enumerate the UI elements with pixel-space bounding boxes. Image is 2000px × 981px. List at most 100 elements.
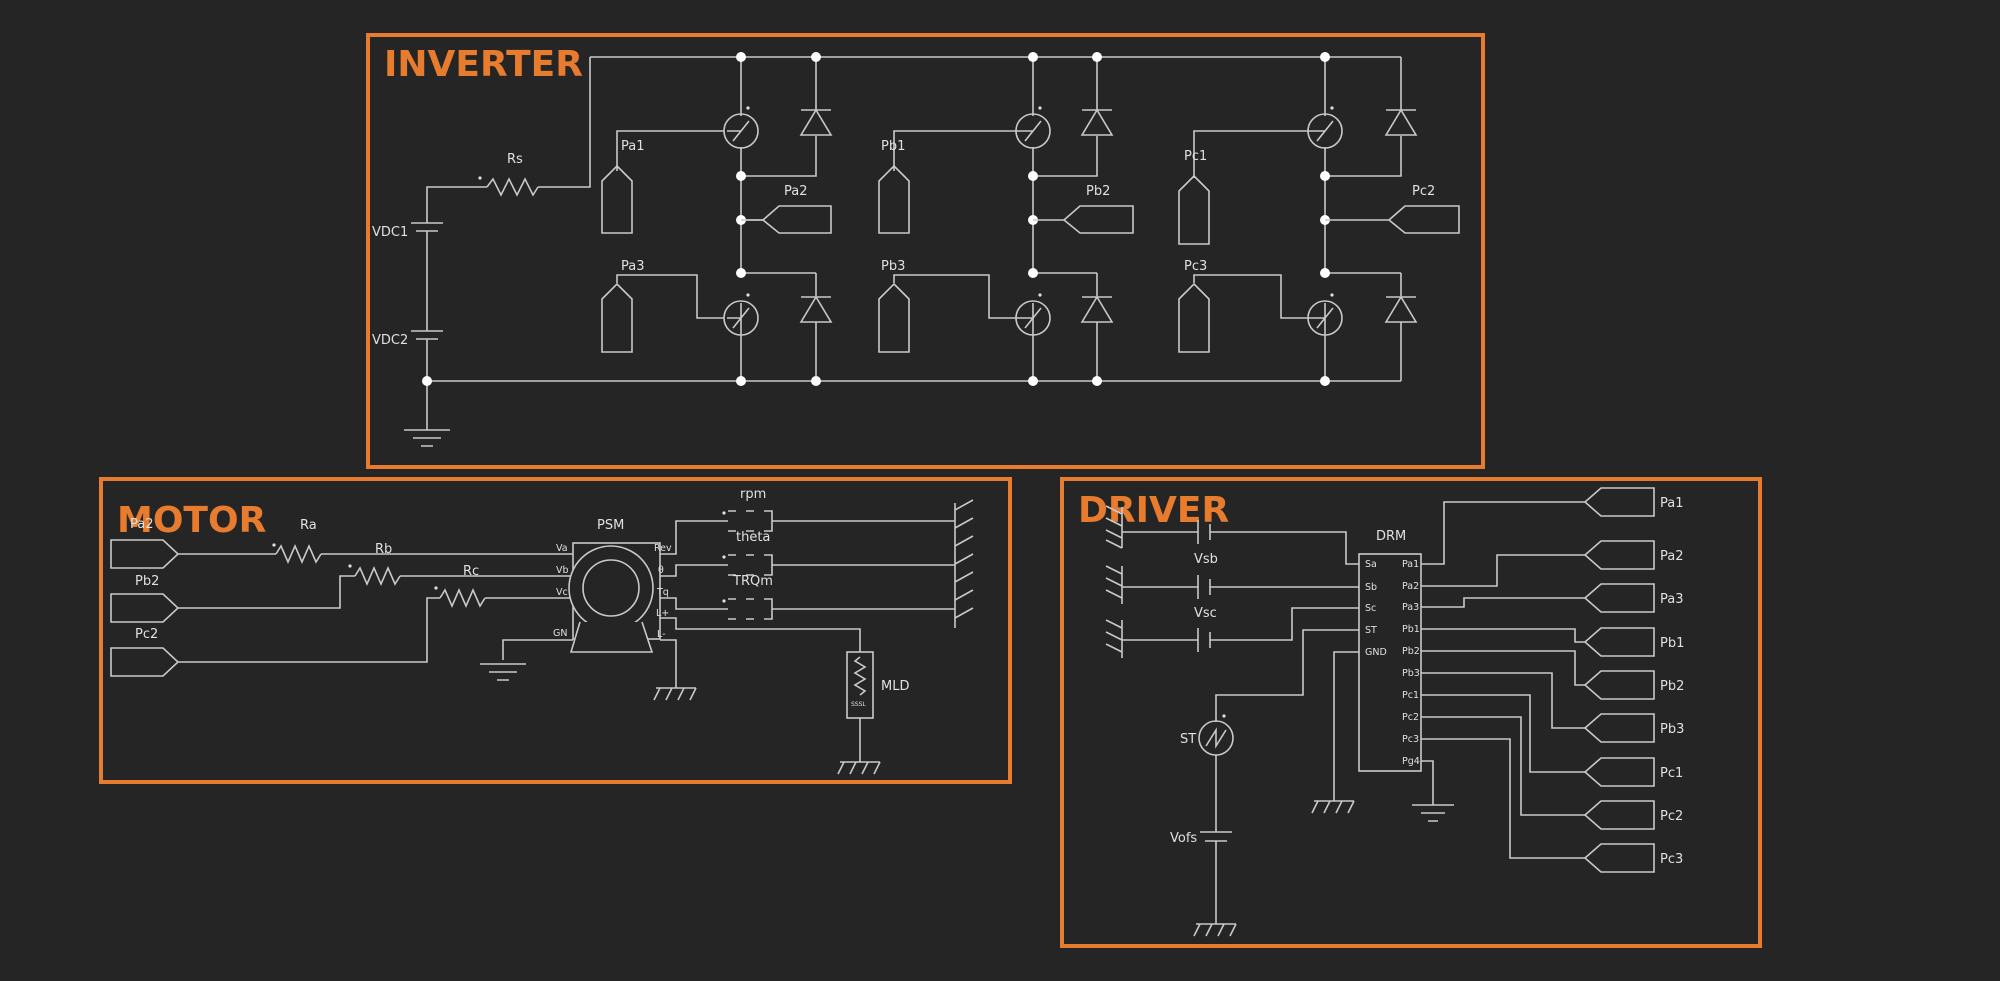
drm-out-pin-pb1: Pb1 xyxy=(1402,624,1420,635)
inverter-frame xyxy=(366,33,1485,469)
psm-label: PSM xyxy=(597,518,624,533)
theta-label: theta xyxy=(736,530,770,545)
motor-chassis-ground-icon xyxy=(653,687,697,701)
motor-pc2-label: Pc2 xyxy=(135,627,158,642)
driver-port-pc2 xyxy=(1583,800,1655,830)
driver-port-pc3 xyxy=(1583,843,1655,873)
rb-resistor xyxy=(354,566,401,586)
driver-port-pa2 xyxy=(1583,540,1655,570)
mld-spring-icon xyxy=(853,656,867,696)
driver-gnd-b-icon xyxy=(1105,565,1123,604)
psm-pin-lp: L+ xyxy=(656,608,669,619)
psm-pin-lm: L- xyxy=(657,629,666,640)
drm-out-pin-pc1: Pc1 xyxy=(1402,690,1419,701)
diode-b-lower-icon xyxy=(1080,295,1114,323)
diode-b-upper-icon xyxy=(1080,108,1114,136)
port-pc1 xyxy=(1178,174,1210,245)
psm-pin-gn: GN xyxy=(553,628,567,639)
driver-gnd-a-icon xyxy=(1105,505,1123,549)
drm-in-pin-sc: Sc xyxy=(1365,603,1376,614)
vdc1-source xyxy=(411,222,443,240)
pa2-label: Pa2 xyxy=(784,184,808,199)
motor-pa2-label: Pa2 xyxy=(130,517,154,532)
psm-pin-va: Va xyxy=(556,543,568,554)
port-pb1 xyxy=(878,164,910,234)
vdc2-label: VDC2 xyxy=(372,333,408,348)
drm-out-pin-pa2: Pa2 xyxy=(1402,581,1419,592)
driver-port-pa3 xyxy=(1583,583,1655,613)
driver-port-pb2 xyxy=(1583,670,1655,700)
port-pc3 xyxy=(1178,282,1210,353)
vsa-source xyxy=(1197,520,1211,544)
vofs-label: Vofs xyxy=(1170,831,1197,846)
st-label: ST xyxy=(1180,732,1196,747)
motor-port-pb2 xyxy=(110,593,180,623)
theta-probe xyxy=(728,554,773,576)
motor-title: MOTOR xyxy=(117,500,266,541)
diode-c-lower-icon xyxy=(1384,295,1418,323)
mld-label: MLD xyxy=(881,679,909,694)
vdc1-label: VDC1 xyxy=(372,225,408,240)
driver-port-label-pa3: Pa3 xyxy=(1660,592,1684,607)
rc-label: Rc xyxy=(463,564,479,579)
driver-port-label-pc1: Pc1 xyxy=(1660,766,1683,781)
motor-port-pa2 xyxy=(110,539,180,569)
driver-port-label-pb2: Pb2 xyxy=(1660,679,1684,694)
port-pb2 xyxy=(1062,205,1134,234)
phase-b-leg xyxy=(893,52,1114,386)
drm-out-pin-pa1: Pa1 xyxy=(1402,559,1419,570)
pg4-ground-icon xyxy=(1412,804,1454,822)
driver-port-pb3 xyxy=(1583,713,1655,743)
port-pc2 xyxy=(1387,205,1460,234)
vdc2-source xyxy=(411,330,443,347)
pb3-label: Pb3 xyxy=(881,259,905,274)
port-pa3 xyxy=(601,282,633,353)
psm-pin-vc: Vc xyxy=(556,587,568,598)
driver-port-label-pb3: Pb3 xyxy=(1660,722,1684,737)
drm-out-pin-pa3: Pa3 xyxy=(1402,602,1419,613)
driver-port-pa1 xyxy=(1583,487,1655,517)
mld-ground-icon xyxy=(837,761,881,775)
phase-c-leg xyxy=(1193,52,1418,386)
port-pa2 xyxy=(761,205,832,234)
pb2-label: Pb2 xyxy=(1086,184,1110,199)
inverter-block: INVERTER Rs VDC1 VDC2 xyxy=(366,33,1485,469)
diode-a-upper-icon xyxy=(799,108,833,136)
drm-block xyxy=(1358,553,1422,772)
rpm-probe xyxy=(728,510,773,532)
driver-output-wires xyxy=(1421,501,1585,859)
motor-block: MOTOR Pa2 Pb2 Pc2 Ra Rb Rc PSM Va Vb Vc … xyxy=(99,477,1012,784)
rs-label: Rs xyxy=(507,152,523,167)
driver-port-label-pa2: Pa2 xyxy=(1660,549,1684,564)
pc2-label: Pc2 xyxy=(1412,184,1435,199)
pa1-label: Pa1 xyxy=(621,139,645,154)
motor-ground-bar-icon xyxy=(954,499,974,628)
pc1-label: Pc1 xyxy=(1184,149,1207,164)
motor-pb2-label: Pb2 xyxy=(135,574,159,589)
psm-pin-vb: Vb xyxy=(556,565,569,576)
drm-gnd-chassis-icon xyxy=(1311,800,1355,814)
motor-ground-icon xyxy=(480,663,526,681)
psm-pin-tq: Tq xyxy=(656,587,669,598)
drm-in-pin-sb: Sb xyxy=(1365,582,1377,593)
driver-title: DRIVER xyxy=(1078,490,1229,531)
inverter-ground-icon xyxy=(404,429,450,447)
rs-resistor xyxy=(486,177,539,197)
driver-port-label-pb1: Pb1 xyxy=(1660,636,1684,651)
drm-in-pin-gnd: GND xyxy=(1365,647,1387,658)
vofs-ground-icon xyxy=(1193,923,1237,937)
vsb-source xyxy=(1197,575,1211,599)
driver-port-pc1 xyxy=(1583,757,1655,787)
trqm-label: TRQm xyxy=(732,574,773,589)
drm-in-pin-sa: Sa xyxy=(1365,559,1377,570)
trqm-probe xyxy=(728,598,773,620)
driver-frame xyxy=(1060,477,1762,948)
pb1-label: Pb1 xyxy=(881,139,905,154)
port-pa1 xyxy=(601,164,633,234)
ra-resistor xyxy=(275,544,322,564)
driver-port-label-pa1: Pa1 xyxy=(1660,496,1684,511)
